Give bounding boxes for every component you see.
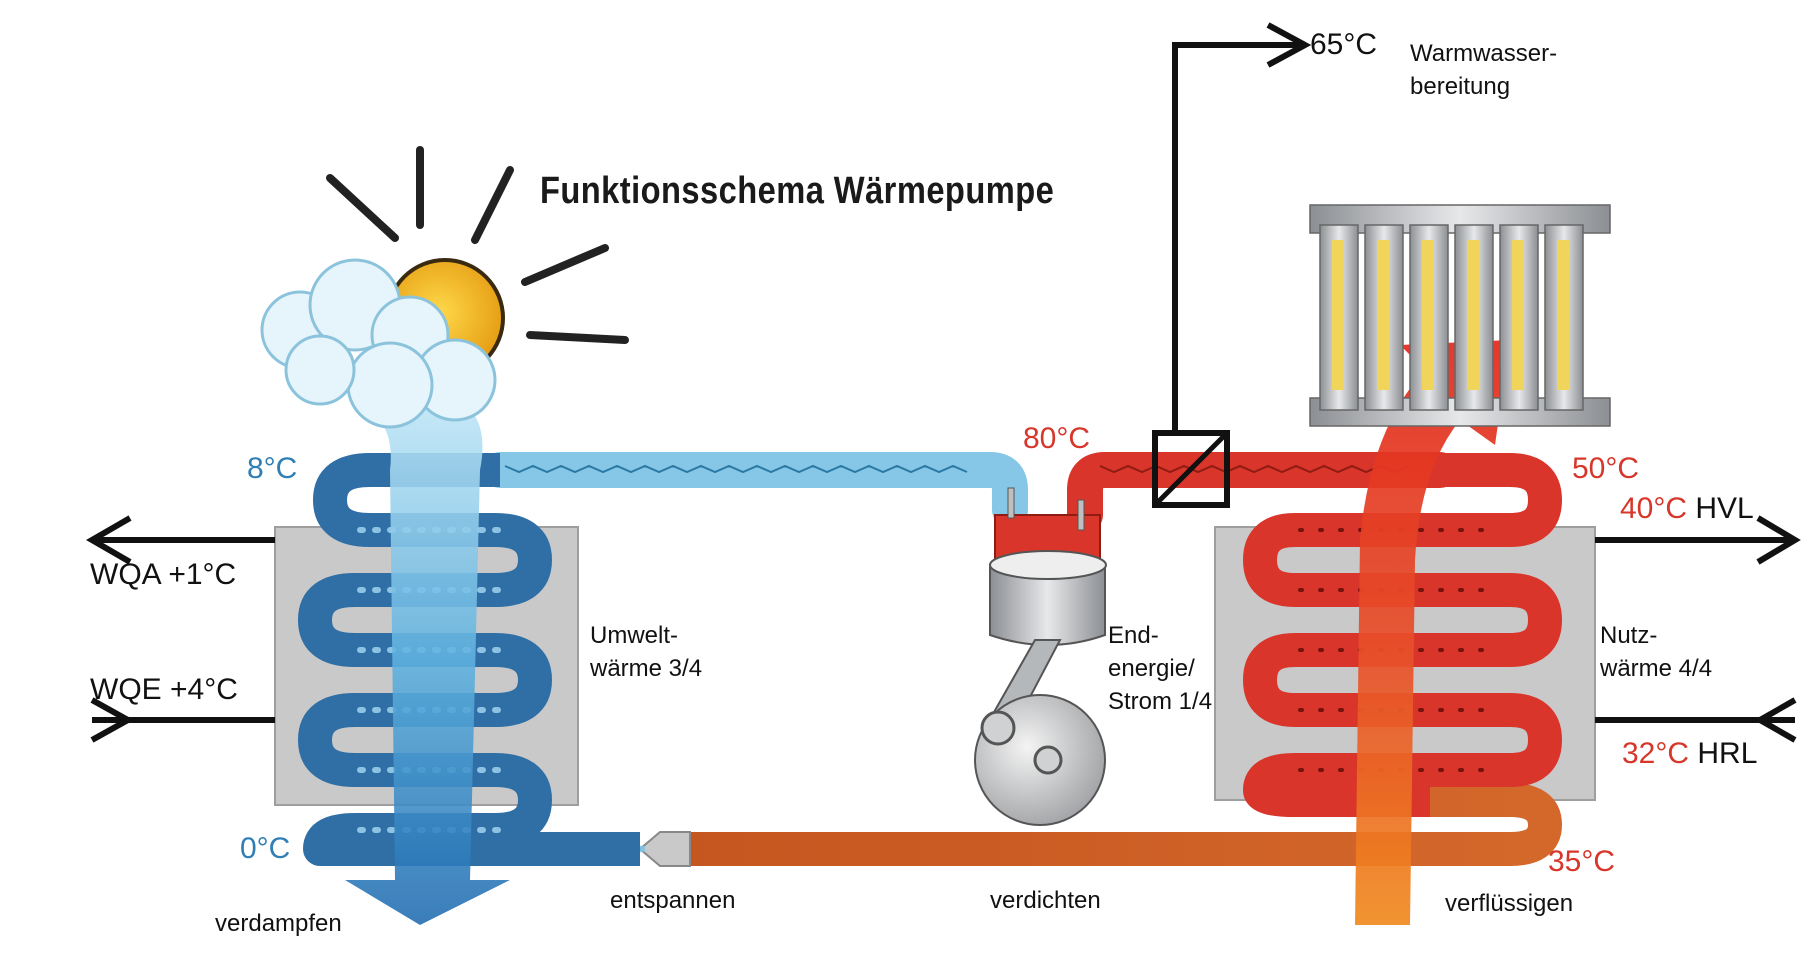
source-outlet-arrowhead xyxy=(86,515,132,565)
hot-water-exchanger xyxy=(1152,430,1230,508)
useful-heat-line2: wärme 4/4 xyxy=(1600,655,1713,682)
hot-water-exchanger-diagonal xyxy=(1153,431,1229,507)
hot-water-label-line2: bereitung xyxy=(1410,73,1511,100)
environment-heat-line2: wärme 3/4 xyxy=(590,655,703,682)
compressor-out-temp: 80°C xyxy=(1023,422,1091,455)
hot-water-label-line1: Warmwasser- xyxy=(1410,40,1558,67)
source-inlet-label: WQE +4°C xyxy=(90,673,238,706)
heating-return-arrowhead xyxy=(1753,697,1797,743)
heating-supply-label: 40°C HVL xyxy=(1620,492,1754,527)
heating-supply-arrowhead xyxy=(1756,515,1801,565)
stage-condense: verflüssigen xyxy=(1445,890,1574,917)
condenser-out-temp: 35°C xyxy=(1548,845,1616,878)
stage-compress: verdichten xyxy=(990,887,1101,914)
electric-energy-line3: Strom 1/4 xyxy=(1108,688,1213,715)
environment-heat-line1: Umwelt- xyxy=(590,622,678,649)
suction-line-pipe xyxy=(482,452,1028,528)
hot-air-arrow xyxy=(1295,340,1510,925)
heating-supply-temp: 40°C xyxy=(1620,492,1688,525)
stage-evaporate: verdampfen xyxy=(215,910,342,937)
hot-water-line xyxy=(1172,42,1300,433)
hot-water-arrowhead xyxy=(1266,22,1312,68)
electric-energy-line2: energie/ xyxy=(1108,655,1195,682)
discharge-line-pipe xyxy=(1067,452,1458,533)
source-inlet-arrowhead xyxy=(90,697,135,743)
electric-energy-line1: End- xyxy=(1108,622,1159,649)
heating-return-label: 32°C HRL xyxy=(1622,737,1757,772)
evaporator-out-temp: 0°C xyxy=(240,832,291,865)
useful-heat-line1: Nutz- xyxy=(1600,622,1658,649)
expansion-valve xyxy=(638,831,691,867)
liquid-line-pipe xyxy=(658,783,1563,866)
diagram-title: Funktionsschema Wärmepumpe xyxy=(540,170,1055,212)
radiator xyxy=(1309,204,1611,427)
heating-supply-code: HVL xyxy=(1695,492,1754,525)
condenser-in-temp: 50°C xyxy=(1572,452,1640,485)
hot-water-temp: 65°C xyxy=(1310,28,1378,61)
evaporator-in-temp: 8°C xyxy=(247,452,298,485)
source-outlet-label: WQA +1°C xyxy=(90,558,237,591)
compressor xyxy=(974,487,1107,826)
suction-line-texture xyxy=(504,464,968,474)
stage-expand: entspannen xyxy=(610,887,736,914)
heating-return-temp: 32°C xyxy=(1622,737,1690,770)
heating-return-code: HRL xyxy=(1697,737,1758,770)
cold-air-arrow xyxy=(345,400,510,925)
cloud-icon xyxy=(260,258,497,429)
discharge-line-texture xyxy=(1099,464,1409,474)
